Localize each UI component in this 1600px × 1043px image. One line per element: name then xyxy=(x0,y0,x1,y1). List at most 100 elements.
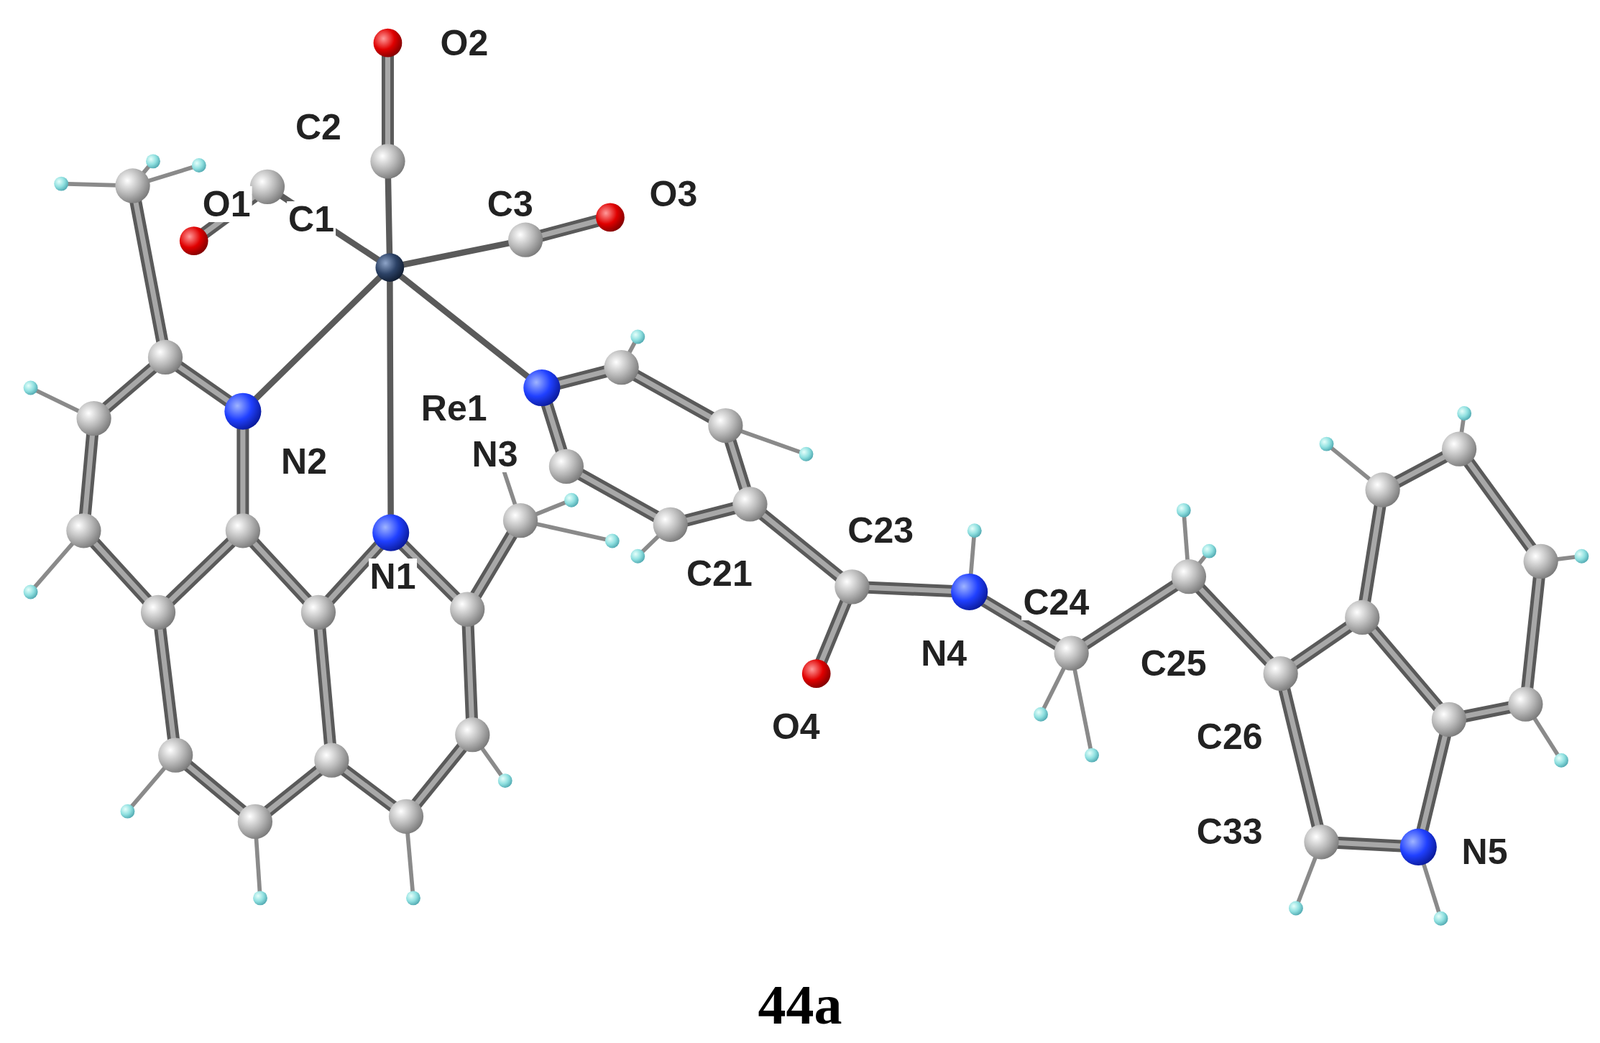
hydrogen-atom xyxy=(630,329,645,345)
bond-highlight xyxy=(158,530,243,613)
atom-ball xyxy=(653,507,688,542)
bond-stick xyxy=(1362,489,1383,617)
hydrogen-atom xyxy=(120,804,136,819)
atom-label: C33 xyxy=(1195,813,1265,850)
atom-ball xyxy=(250,169,285,205)
hydrogen-atom xyxy=(1201,544,1217,559)
hydrogen-atom xyxy=(630,549,645,564)
atom-ball xyxy=(179,226,209,256)
hydrogen-atom xyxy=(1176,503,1192,518)
atom-ball xyxy=(1171,559,1207,594)
bond-highlight xyxy=(467,609,473,736)
atom-ball xyxy=(603,350,639,385)
atom-ball xyxy=(1364,472,1400,507)
bond-stick xyxy=(749,503,852,587)
atom-ball xyxy=(225,513,261,548)
atom-ball xyxy=(314,743,349,778)
atom-ball xyxy=(115,168,150,203)
atom-label: O3 xyxy=(648,176,700,213)
atom-ball xyxy=(950,573,988,611)
atom-ball xyxy=(1053,636,1089,671)
atom-ball xyxy=(732,486,767,522)
bond-stick xyxy=(318,612,332,761)
hydrogen-atom xyxy=(406,890,421,905)
atom-ball xyxy=(388,799,424,834)
atom-ball xyxy=(148,339,183,375)
atom-ball xyxy=(158,737,193,772)
hydrogen-atom xyxy=(191,158,207,173)
atom-ball xyxy=(523,369,560,407)
hydrogen-atom xyxy=(23,380,39,396)
atom-label: O1 xyxy=(201,186,253,223)
atom-label: C1 xyxy=(286,201,336,238)
atom-ball xyxy=(1263,656,1299,691)
hydrogen-atom xyxy=(605,534,620,549)
bond-stick xyxy=(1459,449,1542,562)
atom-ball xyxy=(834,569,870,604)
atom-ball xyxy=(449,591,485,627)
atom-ball xyxy=(1303,824,1339,859)
hydrogen-atom xyxy=(1288,901,1304,916)
bond-highlight xyxy=(621,367,726,426)
atom-ball xyxy=(237,804,273,839)
atom-label: C26 xyxy=(1195,718,1265,755)
hydrogen-atom xyxy=(1033,707,1048,722)
atom-label: N4 xyxy=(919,635,969,672)
bond-stick xyxy=(158,530,243,613)
atom-label: C21 xyxy=(684,555,754,592)
bond-highlight xyxy=(132,185,166,358)
atom-label: O2 xyxy=(439,25,491,62)
atom-ball xyxy=(1400,828,1437,866)
atom-ball xyxy=(370,143,405,179)
bond-stick xyxy=(381,43,394,162)
bond-stick xyxy=(132,185,166,358)
hydrogen-atom xyxy=(1456,406,1472,421)
bond-highlight xyxy=(749,503,852,587)
atom-ball xyxy=(707,408,743,443)
atom-group xyxy=(23,28,1590,926)
bond-highlight xyxy=(566,466,671,525)
atom-ball xyxy=(549,449,584,484)
atom-label: C3 xyxy=(485,186,535,223)
hydrogen-atom xyxy=(799,447,814,462)
atom-ball xyxy=(802,659,831,688)
bond-stick xyxy=(467,609,473,736)
atom-label: Re1 xyxy=(419,390,489,427)
hydrogen-atom xyxy=(145,153,161,169)
atom-ball xyxy=(508,222,543,258)
bond-stick xyxy=(1418,719,1450,847)
bond-highlight xyxy=(158,612,176,756)
bond-highlight xyxy=(1280,673,1322,842)
bond-stick xyxy=(566,466,671,525)
atom-ball xyxy=(76,401,111,436)
bond-highlight xyxy=(1418,719,1450,847)
bond-stick xyxy=(267,186,390,268)
bond-highlight xyxy=(1525,561,1541,705)
atom-ball xyxy=(375,253,404,282)
atom-label: N2 xyxy=(279,443,329,480)
atom-ball xyxy=(301,595,336,630)
atom-ball xyxy=(373,28,403,58)
atom-label: O4 xyxy=(770,708,822,745)
bond-highlight xyxy=(1459,449,1542,562)
hydrogen-atom xyxy=(1574,549,1590,564)
bond-highlight xyxy=(318,612,332,761)
bond-stick xyxy=(389,267,391,533)
hydrogen-atom xyxy=(564,493,579,508)
bond-highlight xyxy=(1362,489,1383,617)
bond-stick xyxy=(1362,617,1450,720)
atom-ball xyxy=(1441,431,1477,467)
hydrogen-atom xyxy=(498,773,513,788)
bond-highlight xyxy=(385,43,391,162)
atom-ball xyxy=(1507,686,1543,721)
bond-stick xyxy=(389,240,526,268)
atom-ball xyxy=(1523,544,1559,579)
atom-label: N3 xyxy=(470,436,520,473)
atom-label: N1 xyxy=(368,558,418,595)
hydrogen-atom xyxy=(967,523,982,538)
hydrogen-atom xyxy=(1319,437,1335,452)
bond-stick xyxy=(1525,561,1541,705)
hydrogen-atom xyxy=(23,585,39,600)
